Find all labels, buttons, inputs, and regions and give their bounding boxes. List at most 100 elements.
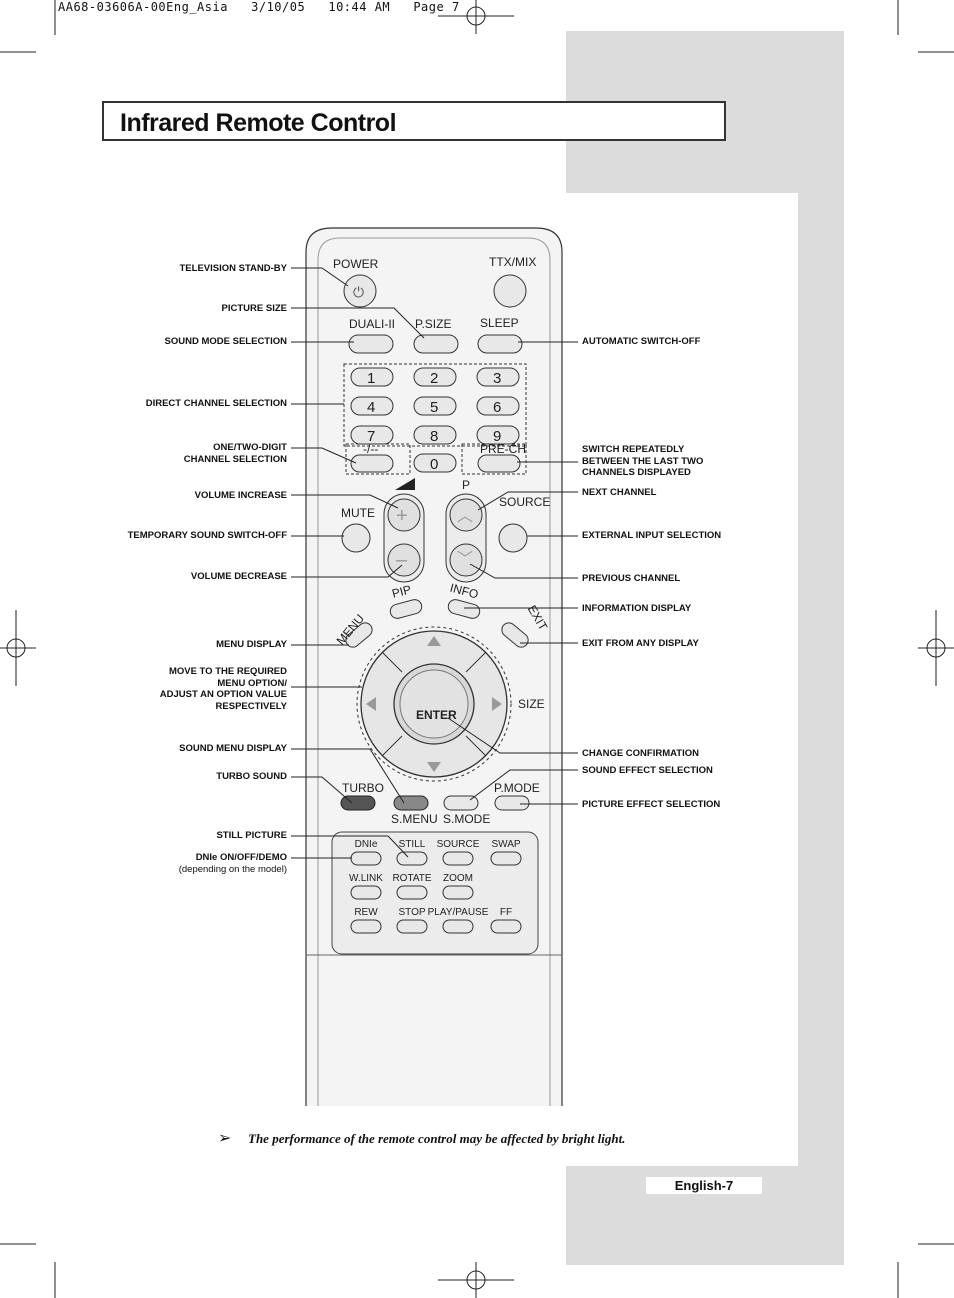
digit-label: 7 (367, 428, 375, 445)
digit-label: 6 (493, 399, 501, 416)
source-label: SOURCE (499, 495, 550, 509)
digit-button[interactable] (413, 453, 457, 473)
svg-text:︿: ︿ (457, 508, 473, 525)
callout-dnie-on-off-demo: DNIe ON/OFF/DEMO(depending on the model) (179, 852, 287, 875)
ttx-label: TTX/MIX (489, 255, 536, 269)
enter-label: ENTER (416, 708, 457, 722)
callout-sound-effect-selection: SOUND EFFECT SELECTION (582, 765, 713, 777)
digit-label: 8 (430, 428, 438, 445)
bottom-button[interactable] (442, 851, 474, 866)
digit-label: 1 (367, 370, 375, 387)
bottom-button[interactable] (442, 919, 474, 934)
callout-line: EXTERNAL INPUT SELECTION (582, 530, 722, 541)
callout-line: PICTURE EFFECT SELECTION (582, 799, 721, 810)
smenu-label: S.MENU (391, 812, 438, 826)
bottom-button[interactable] (442, 885, 474, 900)
callout-sound-menu-display: SOUND MENU DISPLAY (179, 743, 287, 755)
digit-label: 5 (430, 399, 438, 416)
bottom-button-label: ROTATE (392, 873, 431, 884)
callout-exit-from-any-display: EXIT FROM ANY DISPLAY (582, 638, 699, 650)
callout-line: DIRECT CHANNEL SELECTION (145, 398, 287, 409)
callout-volume-decrease: VOLUME DECREASE (191, 571, 287, 583)
callout-line: PREVIOUS CHANNEL (582, 573, 681, 584)
callout-line: MENU OPTION/ (217, 677, 287, 689)
digit-button[interactable] (413, 396, 457, 416)
bottom-button[interactable] (396, 885, 428, 900)
bottom-button-label: W.LINK (349, 873, 383, 884)
digit-button[interactable] (350, 425, 394, 445)
print-header: AA68-03606A-00Eng_Asia 3/10/05 10:44 AM … (58, 0, 460, 14)
callout-picture-effect-selection: PICTURE EFFECT SELECTION (582, 799, 720, 811)
digit-button[interactable] (476, 425, 520, 445)
bottom-button-label: SWAP (491, 839, 520, 850)
callout-line: CHANGE CONFIRMATION (582, 748, 699, 759)
bottom-button[interactable] (350, 851, 382, 866)
bottom-button-label: DNIe (355, 839, 378, 850)
callout-external-input-selection: EXTERNAL INPUT SELECTION (582, 530, 721, 542)
digit-label: 0 (430, 456, 438, 473)
note-text: The performance of the remote control ma… (248, 1131, 626, 1146)
callout-automatic-switch-off: AUTOMATIC SWITCH-OFF (582, 336, 700, 348)
bottom-button-label: STOP (398, 907, 425, 918)
callout-line: TELEVISION STAND-BY (179, 263, 288, 274)
svg-text:–: – (396, 549, 408, 571)
svg-text:﹀: ﹀ (457, 550, 473, 568)
smode-label: S.MODE (443, 812, 490, 826)
pmode-label: P.MODE (494, 781, 540, 795)
callout-direct-channel-selection: DIRECT CHANNEL SELECTION (146, 398, 287, 410)
bottom-button[interactable] (396, 919, 428, 934)
digit-button[interactable] (350, 367, 394, 387)
page-title: Infrared Remote Control (120, 109, 397, 137)
callout-sound-mode-selection: SOUND MODE SELECTION (165, 336, 287, 348)
callout-television-standby: TELEVISION STAND-BY (180, 263, 288, 275)
callout-line: TEMPORARY SOUND SWITCH-OFF (127, 530, 287, 541)
callout-line: PICTURE SIZE (221, 303, 287, 314)
bottom-button[interactable] (350, 885, 382, 900)
digit-button[interactable] (476, 396, 520, 416)
digit-button[interactable] (413, 425, 457, 445)
dual-label: DUALI-II (349, 317, 395, 331)
leader-lines (291, 267, 578, 859)
digit-button[interactable] (476, 367, 520, 387)
p-label: P (462, 478, 470, 492)
page-title-box: Infrared Remote Control (102, 101, 726, 141)
digit-button[interactable] (350, 396, 394, 416)
turbo-label: TURBO (342, 781, 384, 795)
bottom-button[interactable] (490, 919, 522, 934)
digit-label: 2 (430, 370, 438, 387)
psize-label: P.SIZE (415, 317, 451, 331)
callout-still-picture: STILL PICTURE (216, 830, 287, 842)
bottom-button[interactable] (490, 851, 522, 866)
bottom-button[interactable] (350, 919, 382, 934)
callout-line: INFORMATION DISPLAY (582, 603, 692, 614)
callout-change-confirmation: CHANGE CONFIRMATION (582, 748, 699, 760)
note-arrow-icon: ➢ (218, 1130, 232, 1147)
bottom-button-label: ZOOM (443, 873, 473, 884)
bottom-button[interactable] (396, 851, 428, 866)
callout-picture-size: PICTURE SIZE (222, 303, 287, 315)
digit-label: 9 (493, 428, 501, 445)
callout-line: ONE/TWO-DIGIT (213, 442, 287, 453)
callout-line: EXIT FROM ANY DISPLAY (582, 638, 699, 649)
callout-line: CHANNELS DISPLAYED (582, 467, 691, 478)
callout-volume-increase: VOLUME INCREASE (195, 490, 287, 502)
callout-line: TURBO SOUND (216, 771, 287, 782)
digit-button[interactable] (413, 367, 457, 387)
page-number: English-7 (646, 1177, 762, 1194)
callout-line: VOLUME DECREASE (190, 571, 287, 582)
callout-temporary-sound-off: TEMPORARY SOUND SWITCH-OFF (128, 530, 287, 542)
callout-line: RESPECTIVELY (215, 700, 287, 712)
bottom-button-label: STILL (399, 839, 426, 850)
callout-line: VOLUME INCREASE (194, 490, 287, 501)
callout-information-display: INFORMATION DISPLAY (582, 603, 691, 615)
prech-label: PRE-CH (480, 442, 526, 456)
callout-turbo-sound: TURBO SOUND (216, 771, 287, 783)
callout-line: MENU DISPLAY (216, 639, 287, 650)
pip-label: PIP (390, 582, 412, 601)
